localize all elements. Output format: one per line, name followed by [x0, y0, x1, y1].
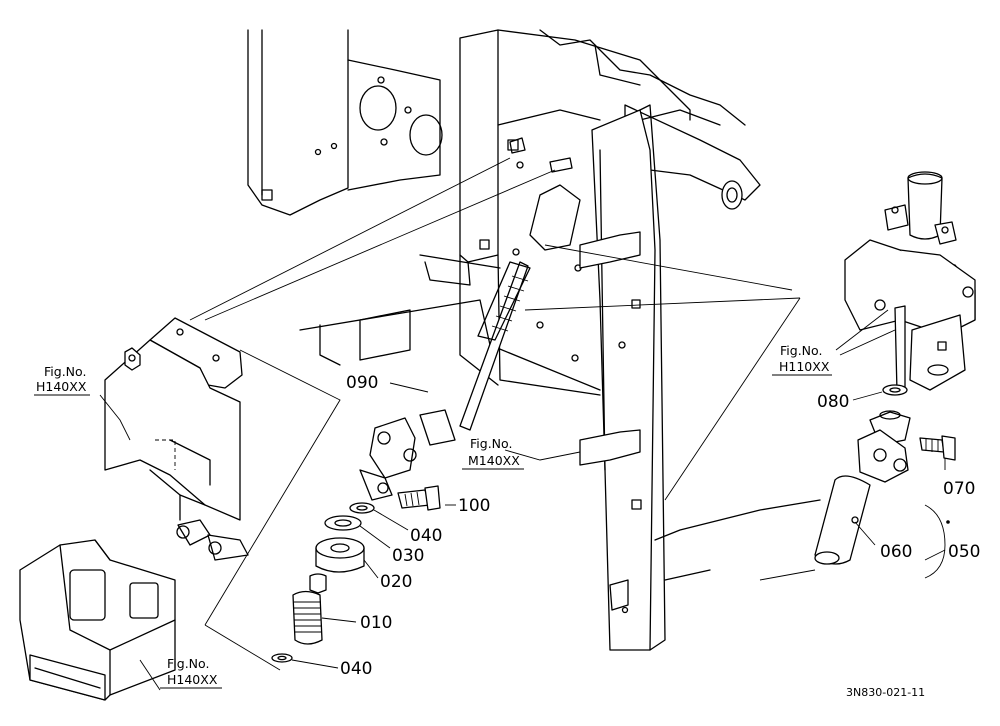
group-050-bracket	[924, 504, 946, 579]
figure-reference-left-lower: Fig.No. H140XX	[160, 656, 222, 689]
washer-080	[882, 384, 908, 396]
fig-ref-prefix: Fig.No.	[780, 343, 822, 358]
fig-ref-number: H110XX	[779, 359, 830, 374]
part-label-050: 050	[948, 542, 980, 562]
vertical-right-beam	[579, 104, 666, 651]
fig-ref-number: H140XX	[36, 379, 87, 394]
part-label-100: 100	[458, 496, 490, 516]
bolt-100	[397, 485, 441, 511]
part-label-080: 080	[817, 392, 849, 412]
fig-ref-number: M140XX	[468, 453, 520, 468]
left-lower-motor-assembly	[19, 519, 249, 701]
fig-ref-prefix: Fig.No.	[470, 436, 512, 451]
part-label-060: 060	[880, 542, 912, 562]
part-label-010: 010	[360, 613, 392, 633]
bolt-070	[919, 435, 956, 461]
group-050-dot	[946, 520, 950, 524]
figure-reference-right: Fig.No. H110XX	[772, 343, 832, 376]
part-label-070: 070	[943, 479, 975, 499]
washer-040-lower	[271, 653, 293, 663]
left-frame-panel	[247, 29, 443, 216]
part-label-040-lower: 040	[340, 659, 372, 679]
leader-lines	[99, 309, 946, 691]
steering-column-bracket	[844, 171, 976, 393]
part-label-040-upper: 040	[410, 526, 442, 546]
washer-040-upper	[349, 502, 375, 514]
lower-base-plate	[299, 254, 821, 581]
steering-shaft-090	[359, 261, 531, 501]
figure-reference-center: Fig.No. M140XX	[462, 436, 524, 470]
alignment-guide-lines	[189, 157, 816, 671]
drawing-code: 3N830-021-11	[846, 686, 925, 699]
spacer-030	[324, 515, 362, 531]
fig-ref-number: H140XX	[167, 672, 218, 687]
fig-ref-prefix: Fig.No.	[44, 364, 86, 379]
figure-reference-left-upper: Fig.No. H140XX	[34, 364, 90, 396]
part-label-090: 090	[346, 373, 378, 393]
universal-joint-050	[814, 410, 911, 565]
part-label-020: 020	[380, 572, 412, 592]
part-label-030: 030	[392, 546, 424, 566]
fig-ref-prefix: Fig.No.	[167, 656, 209, 671]
left-upper-bracket	[104, 317, 243, 521]
shaft-010	[292, 573, 327, 645]
bearing-020	[315, 537, 365, 573]
